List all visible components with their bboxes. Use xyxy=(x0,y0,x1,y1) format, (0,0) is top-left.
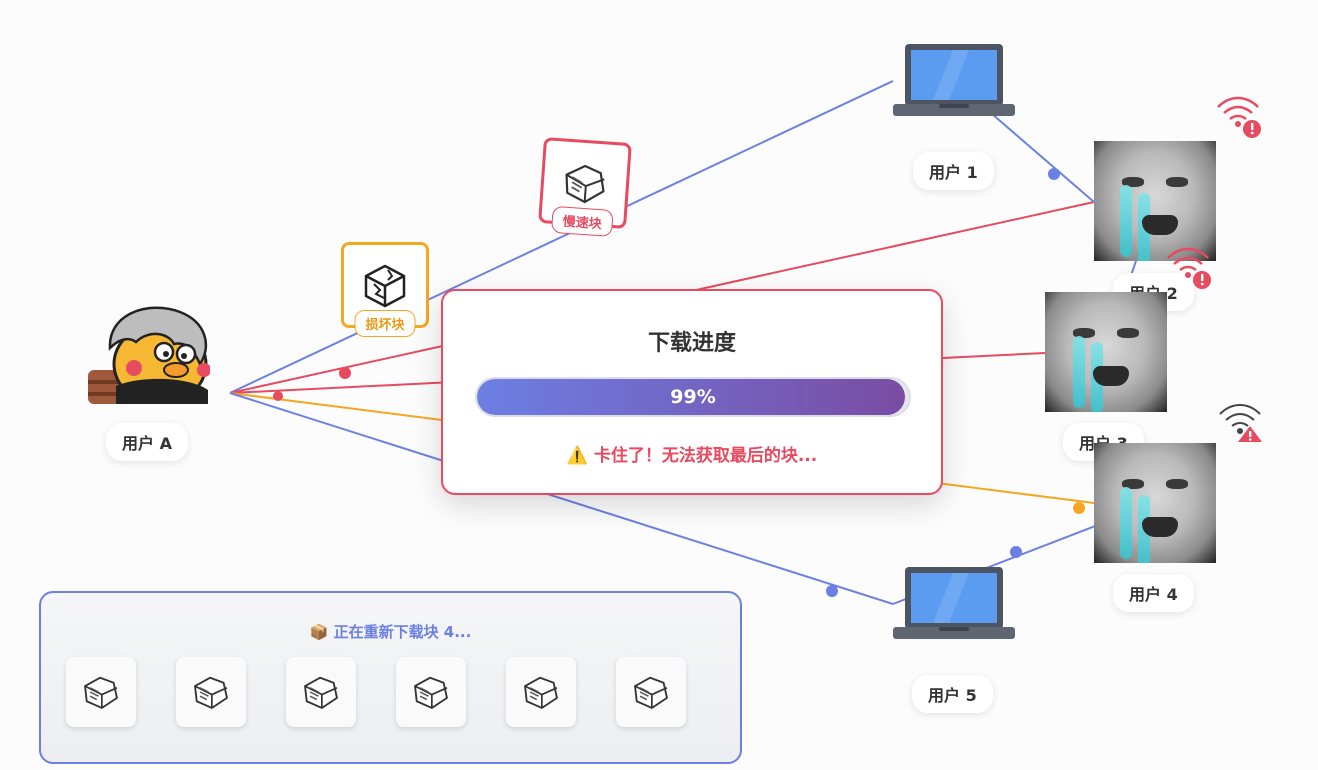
laptop-icon xyxy=(893,44,1015,116)
broken-block-icon xyxy=(364,264,406,308)
broken-block-tag: 损坏块 xyxy=(354,310,416,337)
file-block-icon xyxy=(194,676,228,709)
file-block-icon xyxy=(304,676,338,709)
wifi-warning-icon xyxy=(1217,96,1261,138)
download-progress-panel: 下载进度 99% ⚠️ 卡住了！无法获取最后的块... xyxy=(441,289,943,495)
wifi-warning-icon xyxy=(1167,247,1211,289)
redownload-block-card xyxy=(396,657,466,727)
packet-dot xyxy=(1010,546,1022,558)
user-5-label: 用户 5 xyxy=(912,675,993,713)
packet-dot xyxy=(1048,168,1060,180)
stuck-warning: ⚠️ 卡住了！无法获取最后的块... xyxy=(566,446,818,466)
user-a-label: 用户 A xyxy=(106,423,188,461)
wifi-weak-icon xyxy=(1219,404,1262,442)
user-1-label: 用户 1 xyxy=(913,152,994,190)
line-a-to-u5 xyxy=(229,392,894,605)
file-block-icon xyxy=(414,676,448,709)
packet-dot xyxy=(826,585,838,597)
crying-face-avatar xyxy=(1094,443,1216,563)
progress-percent: 99% xyxy=(670,386,716,408)
redownload-block-card xyxy=(66,657,136,727)
user-a-avatar xyxy=(88,306,210,404)
broken-block-card: 损坏块 xyxy=(341,242,429,337)
redownload-block-card xyxy=(286,657,356,727)
progress-title: 下载进度 xyxy=(647,331,736,356)
progress-fill xyxy=(477,379,905,415)
redownload-title: 📦 正在重新下载块 4... xyxy=(309,623,472,641)
file-block-icon xyxy=(565,164,605,204)
file-block-icon xyxy=(84,676,118,709)
redownload-block-card xyxy=(616,657,686,727)
crying-face-avatar xyxy=(1094,141,1216,261)
progress-bar: 99% xyxy=(475,377,911,417)
line-a-to-u1 xyxy=(229,80,894,394)
packet-dot xyxy=(273,391,283,401)
crying-face-avatar xyxy=(1045,292,1167,412)
redownload-panel: 📦 正在重新下载块 4... xyxy=(39,591,742,764)
slow-block-card: 慢速块 xyxy=(538,137,632,238)
user-4-label: 用户 4 xyxy=(1113,574,1194,612)
packet-dot xyxy=(339,367,351,379)
redownload-block-card xyxy=(506,657,576,727)
packet-dot xyxy=(1073,502,1085,514)
redownload-block-card xyxy=(176,657,246,727)
slow-block-tag: 慢速块 xyxy=(550,205,614,238)
file-block-icon xyxy=(634,676,668,709)
laptop-icon xyxy=(893,567,1015,639)
file-block-icon xyxy=(524,676,558,709)
